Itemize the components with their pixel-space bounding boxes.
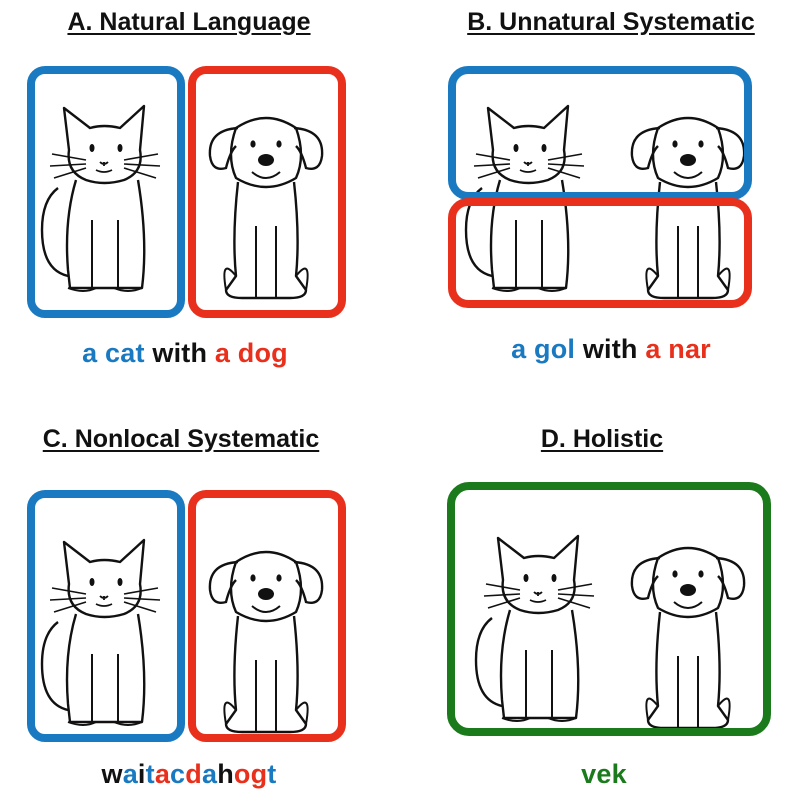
panel-d-title: D. Holistic xyxy=(540,425,664,453)
panel-c-title: C. Nonlocal Systematic xyxy=(42,425,320,453)
caption-segment: w xyxy=(101,759,123,789)
dog-highlight-box xyxy=(188,490,346,742)
caption-segment: a xyxy=(154,759,171,789)
caption-segment: a nar xyxy=(645,334,711,364)
dog-icon xyxy=(208,550,324,734)
dog-icon xyxy=(208,116,324,300)
caption-segment: a gol xyxy=(511,334,576,364)
panel-a-title: A. Natural Language xyxy=(67,8,311,36)
panel-d-caption: vek xyxy=(581,759,627,790)
caption-segment: a xyxy=(201,759,218,789)
panel-d-art xyxy=(447,482,771,736)
cat-highlight-box xyxy=(27,490,185,742)
caption-segment: a xyxy=(122,759,138,789)
panel-b-caption: a gol with a nar xyxy=(511,334,711,365)
panel-a-art xyxy=(27,66,346,318)
cat-icon xyxy=(474,534,596,723)
caption-segment: with xyxy=(575,334,646,364)
bottom-halves-box xyxy=(448,198,752,308)
panel-b-title: B. Unnatural Systematic xyxy=(467,8,755,36)
caption-segment: h xyxy=(217,759,234,789)
cat-icon xyxy=(40,104,162,293)
caption-segment: o xyxy=(233,759,251,789)
cat-icon xyxy=(40,538,162,727)
caption-segment: c xyxy=(170,759,186,789)
panel-c-caption: waitacdahogt xyxy=(102,759,277,790)
panel-a-caption: a cat with a dog xyxy=(82,338,288,369)
caption-segment: g xyxy=(250,759,268,789)
panel-c-art xyxy=(27,490,346,742)
caption-segment: t xyxy=(267,759,277,789)
top-halves-box xyxy=(448,66,752,200)
panel-b-art xyxy=(448,66,752,308)
dog-highlight-box xyxy=(188,66,346,318)
caption-segment: vek xyxy=(581,759,627,789)
caption-segment: t xyxy=(145,759,155,789)
dog-icon xyxy=(630,116,746,300)
caption-segment: a cat xyxy=(82,338,145,368)
dog-icon xyxy=(630,546,746,730)
caption-segment: with xyxy=(144,338,215,368)
cat-highlight-box xyxy=(27,66,185,318)
caption-segment: a dog xyxy=(214,338,288,368)
whole-scene-box xyxy=(447,482,771,736)
caption-segment: d xyxy=(185,759,202,789)
caption-segment: i xyxy=(137,759,146,789)
